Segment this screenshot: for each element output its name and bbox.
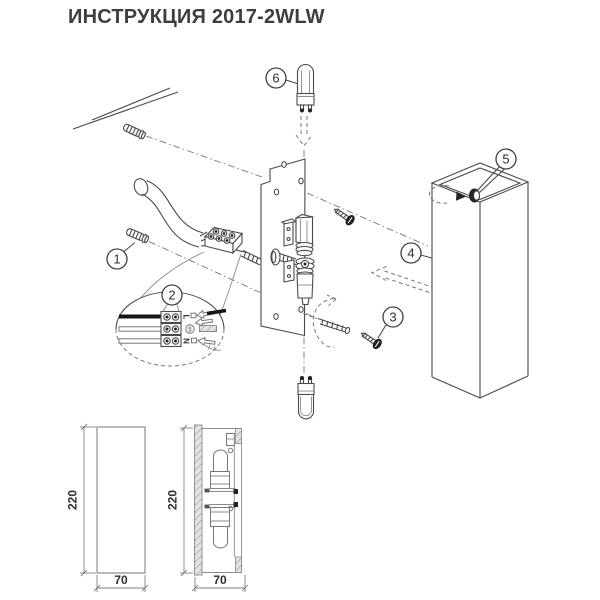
wire-neutral [118, 338, 163, 344]
bulb-bottom [297, 376, 315, 420]
thumbscrew-rotation-arrow [429, 184, 467, 204]
callout-3-number: 3 [389, 310, 396, 325]
callout-2-number: 2 [168, 288, 175, 303]
screw-bottom [360, 332, 382, 350]
side-lamp-up [204, 449, 238, 494]
side-view-drawing: 220 70 [166, 424, 249, 592]
wall-plug-top [122, 123, 146, 140]
plate-hole [273, 188, 280, 196]
front-view-outline [96, 426, 146, 574]
thumbscrew [469, 188, 480, 203]
insert-arrow [197, 336, 216, 347]
page-title: ИНСТРУКЦИЯ 2017-2WLW [68, 6, 325, 28]
holder-bracket-lower [283, 259, 295, 283]
side-shade-outline [202, 428, 242, 573]
holder-bracket-upper [280, 218, 298, 247]
callout-2: 2 [161, 284, 183, 312]
terminal-block-3d [203, 226, 244, 255]
callout-1: 1 [106, 242, 136, 270]
side-height-dimension: 220 [166, 424, 193, 577]
side-lamp-down [204, 502, 238, 549]
callout-4: 4 [400, 242, 432, 264]
supply-wire-earth [194, 317, 217, 333]
callout-1-number: 1 [113, 252, 120, 267]
wall-section [194, 424, 203, 576]
supply-wire-live [190, 308, 227, 319]
lamp-socket-lower [295, 257, 315, 306]
front-view-drawing: 220 70 [66, 423, 149, 592]
side-width-dimension: 70 [191, 573, 249, 592]
earth-symbol [185, 324, 195, 334]
slide-on-arrow [370, 266, 433, 294]
callout-5-number: 5 [502, 152, 509, 167]
rotation-arrow [312, 294, 337, 348]
label-live: L [182, 315, 191, 320]
insert-direction-arrow [295, 116, 313, 147]
callout-5: 5 [476, 148, 517, 193]
wiring-detail-bubble: L N [115, 291, 227, 367]
screw-top [333, 208, 355, 226]
label-neutral: N [182, 338, 191, 344]
wire-earth [118, 326, 163, 332]
callout-4-number: 4 [407, 246, 414, 261]
plate-hole [298, 306, 304, 313]
shade-box [429, 162, 530, 399]
plate-hole [298, 177, 304, 185]
wall-cable-hole [133, 178, 149, 196]
terminal-block-detail [160, 310, 182, 348]
wall-edge-lines [72, 87, 179, 130]
lamp-holder-assembly [270, 213, 315, 306]
lamp-socket-upper [294, 213, 315, 257]
side-height-label: 220 [166, 490, 180, 510]
callout-3: 3 [377, 306, 404, 339]
supply-wire-neutral [191, 336, 222, 352]
adjuster-pin [270, 248, 297, 266]
wall-plug-bottom [126, 228, 150, 244]
callout-6-number: 6 [272, 71, 279, 86]
front-width-dimension: 70 [93, 573, 149, 592]
mounting-plate [260, 158, 306, 337]
set-screw [302, 313, 351, 335]
front-height-dimension: 220 [66, 423, 96, 577]
plate-hole [273, 313, 279, 320]
braided-wire [232, 247, 263, 266]
callout-6: 6 [265, 67, 298, 89]
plate-hole [281, 161, 287, 168]
front-width-label: 70 [114, 573, 128, 587]
terminal-block-side [226, 433, 235, 446]
bulb-top [296, 64, 315, 113]
front-height-label: 220 [66, 490, 80, 510]
side-width-label: 70 [213, 573, 227, 587]
